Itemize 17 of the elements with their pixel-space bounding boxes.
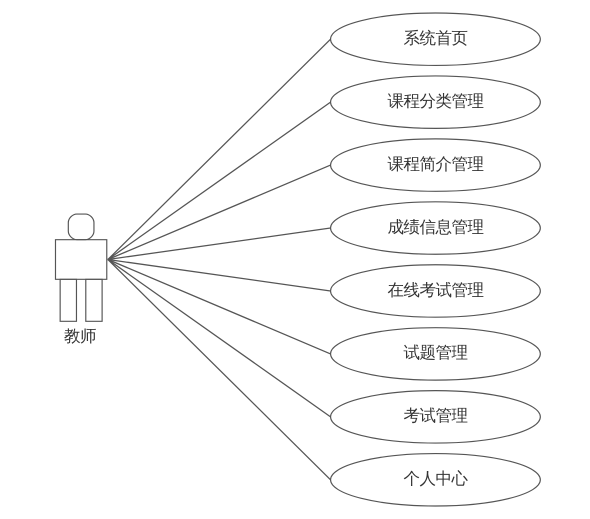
- node-ellipse: 个人中心: [330, 452, 541, 507]
- connector: [107, 38, 331, 260]
- node-ellipse: 课程分类管理: [330, 75, 541, 129]
- node-ellipse: 在线考试管理: [330, 264, 541, 318]
- connector: [108, 164, 331, 260]
- connector: [108, 258, 331, 354]
- connector: [108, 227, 331, 260]
- node-ellipse: 系统首页: [330, 12, 541, 66]
- connector: [107, 259, 331, 480]
- connector: [108, 258, 331, 292]
- connector: [108, 258, 331, 418]
- node-label: 教师: [64, 326, 96, 346]
- node-ellipse: 成绩信息管理: [330, 201, 541, 255]
- node-ellipse: 课程简介管理: [330, 138, 541, 192]
- node-ellipse: 考试管理: [330, 390, 541, 444]
- node-ellipse: 试题管理: [330, 327, 541, 381]
- connector: [108, 102, 331, 260]
